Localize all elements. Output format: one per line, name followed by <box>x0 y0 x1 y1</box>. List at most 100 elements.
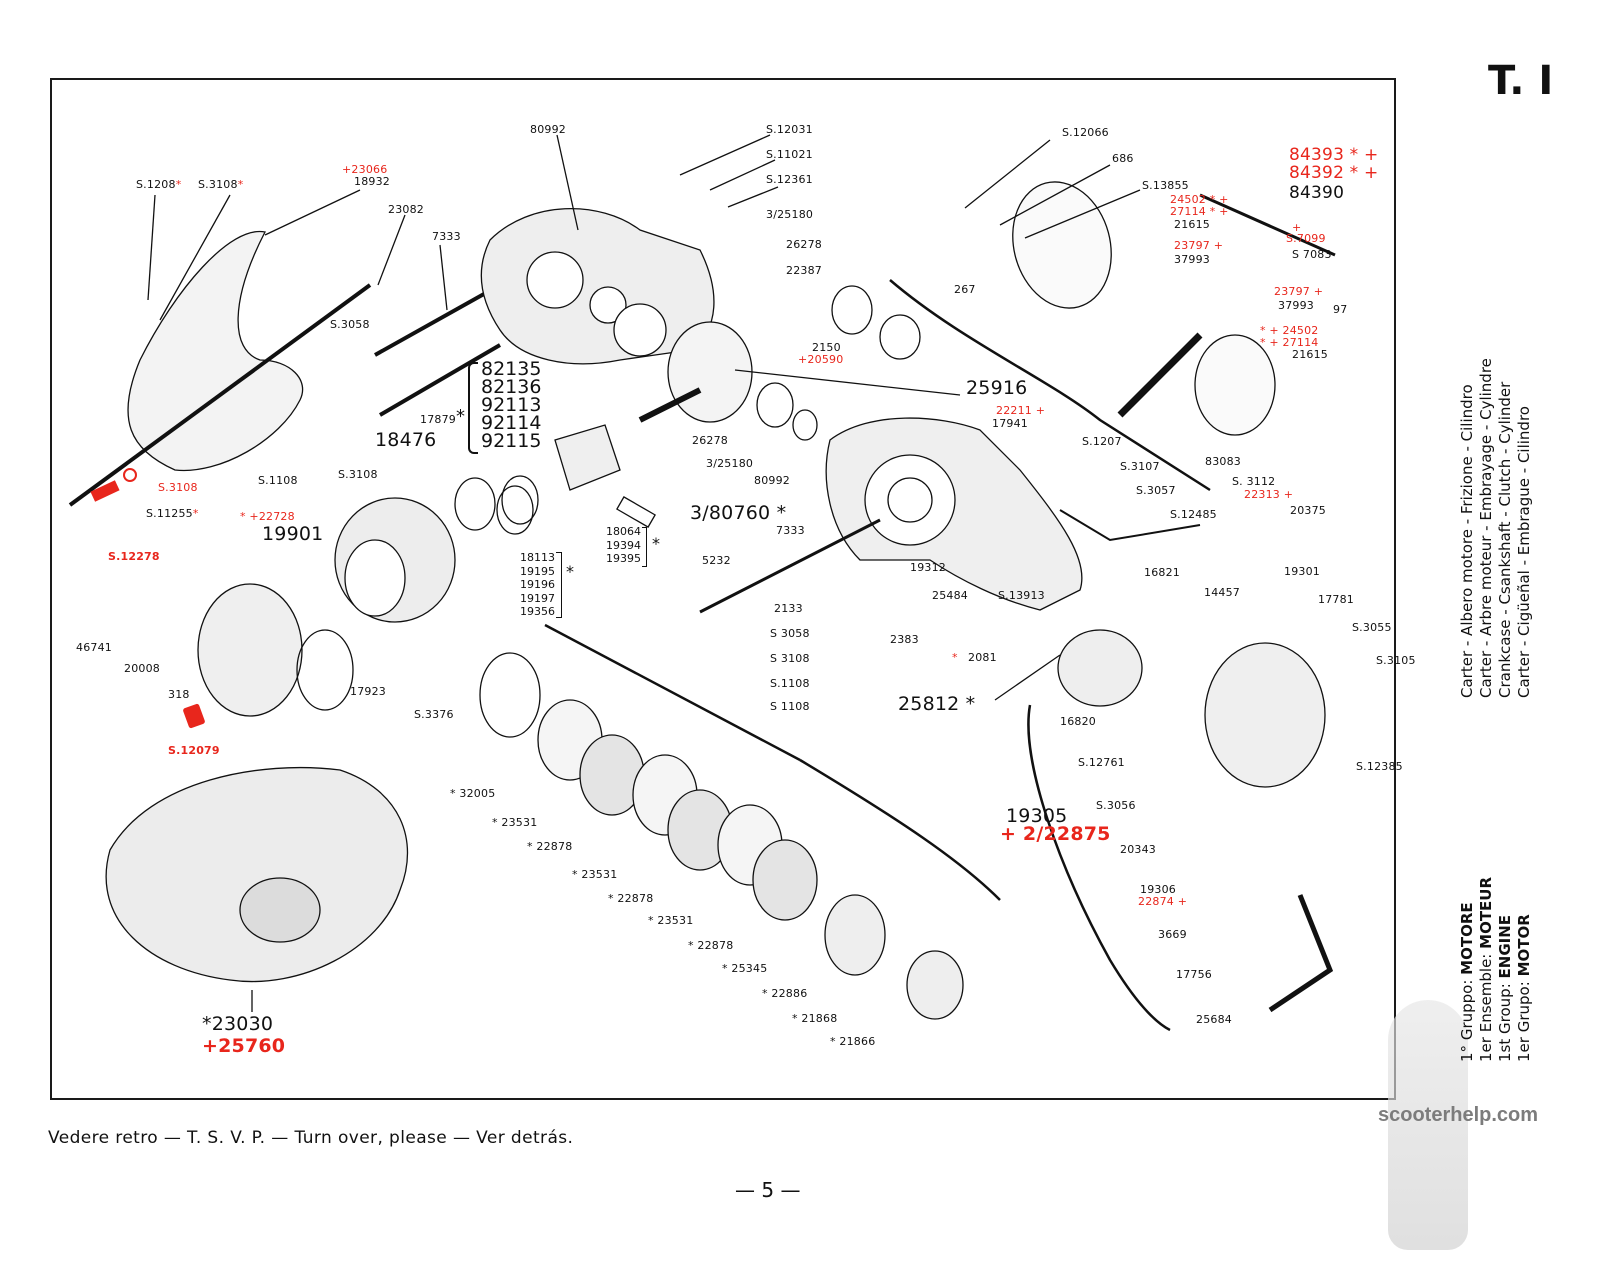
group-mark: * <box>652 534 661 553</box>
part-label: 5232 <box>702 554 731 567</box>
part-label: S.3055 <box>1352 621 1392 634</box>
part-label: S.11021 <box>766 148 813 161</box>
part-label: 92113 <box>481 394 542 416</box>
clutch-part-label: * 32005 <box>450 787 496 800</box>
part-label-replacement: 22313 + <box>1244 488 1294 501</box>
part-label: 97 <box>1333 303 1348 316</box>
part-label: S.12485 <box>1170 508 1217 521</box>
section-title-it: Carter - Albero motore - Frizione - Cili… <box>1458 384 1476 698</box>
part-label: 2383 <box>890 633 919 646</box>
group-title-es: 1er Grupo: MOTOR <box>1515 914 1533 1062</box>
part-label: S.3105 <box>1376 654 1416 667</box>
part-label: 26278 <box>692 434 728 447</box>
part-label: 20343 <box>1120 843 1156 856</box>
clutch-part-label: * 23531 <box>572 868 618 881</box>
part-label: S.12761 <box>1078 756 1125 769</box>
part-label: S.12385 <box>1356 760 1403 773</box>
part-label: 20375 <box>1290 504 1326 517</box>
part-label: 3/25180 <box>706 457 754 470</box>
clutch-part-label: * 23531 <box>492 816 538 829</box>
part-label: 3669 <box>1158 928 1187 941</box>
part-label: 82136 <box>481 376 542 398</box>
part-label-replacement: 23797 + <box>1274 285 1324 298</box>
group-title-multilingual: 1° Gruppo: MOTORE 1er Ensemble: MOTEUR 1… <box>1458 877 1534 1062</box>
part-label: 22387 <box>786 264 822 277</box>
part-label: 19356 <box>520 605 555 619</box>
part-label: 80992 <box>530 123 566 136</box>
part-label: 14457 <box>1204 586 1240 599</box>
part-label-replacement: S.12079 <box>168 744 220 757</box>
part-label-replacement: * <box>952 651 958 664</box>
group-title-fr: 1er Ensemble: MOTEUR <box>1477 876 1495 1062</box>
cylinder-cowl-shape <box>127 230 304 472</box>
part-label: 16820 <box>1060 715 1096 728</box>
part-label: 18064 <box>606 525 641 538</box>
part-label-replacement: 84393 * + <box>1289 145 1379 165</box>
part-label-replacement: 22211 + <box>996 404 1046 417</box>
part-label: 3/25180 <box>766 208 814 221</box>
part-label-major: 25916 <box>966 377 1028 399</box>
clutch-part-label: * 22878 <box>608 892 654 905</box>
group-title-it: 1° Gruppo: MOTORE <box>1458 902 1476 1062</box>
part-label: 2133 <box>774 602 803 615</box>
part-label: 17923 <box>350 685 386 698</box>
part-label: 23082 <box>388 203 424 216</box>
part-label-replacement: * + 27114 <box>1260 336 1319 349</box>
part-label: S.3058 <box>330 318 370 331</box>
group-mark: * <box>566 562 575 581</box>
crankcase-right-shape <box>825 417 1083 611</box>
bracket <box>468 362 478 454</box>
clutch-part-label: * 21868 <box>792 1012 838 1025</box>
part-label: S.12066 <box>1062 126 1109 139</box>
part-label: 25684 <box>1196 1013 1232 1026</box>
part-label-major: *23030 <box>202 1013 274 1035</box>
section-title-multilingual: Carter - Albero motore - Frizione - Cili… <box>1458 358 1534 698</box>
part-label: 7333 <box>432 230 461 243</box>
part-label: S.1108 <box>770 677 810 690</box>
part-label: S.11255* <box>146 507 199 520</box>
part-label: 25484 <box>932 589 968 602</box>
piston-part-list: 82135 82136 92113 92114 92115 <box>481 360 542 451</box>
part-label: S.12031 <box>766 123 813 136</box>
clutch-part-label: * 22878 <box>527 840 573 853</box>
part-label-replacement: +23066 <box>342 163 388 176</box>
clutch-part-label: * 22878 <box>688 939 734 952</box>
part-label: 18113 <box>520 551 555 564</box>
red-bolt-shape <box>90 480 120 502</box>
part-label: 20008 <box>124 662 160 675</box>
part-label-replacement: S.7099 <box>1286 232 1326 245</box>
part-label: 80992 <box>754 474 790 487</box>
part-label: S 3108 <box>770 652 810 665</box>
section-title-es: Carter - Cigüeñal - Embrague - Cilindro <box>1515 406 1533 698</box>
part-label: 21615 <box>1174 218 1210 231</box>
part-label: 17781 <box>1318 593 1354 606</box>
footer-note: Vedere retro — T. S. V. P. — Turn over, … <box>48 1128 574 1148</box>
part-label: 17756 <box>1176 968 1212 981</box>
diagram-frame <box>50 78 1396 1100</box>
part-label: S 7083 <box>1292 248 1332 261</box>
clutch-part-label: * 21866 <box>830 1035 876 1048</box>
part-label: 686 <box>1112 152 1134 165</box>
part-label: 18932 <box>354 175 390 188</box>
part-label-major: 18476 <box>375 429 437 451</box>
engine-assembly-shape <box>105 766 408 983</box>
part-label: S. 3112 <box>1232 475 1276 488</box>
part-label: 318 <box>168 688 190 701</box>
part-label: 19394 <box>606 538 641 552</box>
group-title-en: 1st Group: ENGINE <box>1496 914 1514 1062</box>
part-label: 19306 <box>1140 883 1176 896</box>
scooter-watermark-image <box>1388 1000 1468 1250</box>
part-label: 19195 <box>520 564 555 578</box>
part-label-replacement: 84392 * + <box>1289 163 1379 183</box>
part-label: S.1108 <box>258 474 298 487</box>
part-label: 19301 <box>1284 565 1320 578</box>
part-label: 267 <box>954 283 976 296</box>
pin-part-list: 18064 19394 19395 <box>606 525 641 566</box>
part-label: S.1207 <box>1082 435 1122 448</box>
part-label-replacement: +25760 <box>202 1035 286 1057</box>
part-label-replacement: 23797 + <box>1174 239 1224 252</box>
part-label: S.3056 <box>1096 799 1136 812</box>
ring-part-list: 18113 19195 19196 19197 19356 <box>520 551 555 619</box>
part-label: S.3376 <box>414 708 454 721</box>
